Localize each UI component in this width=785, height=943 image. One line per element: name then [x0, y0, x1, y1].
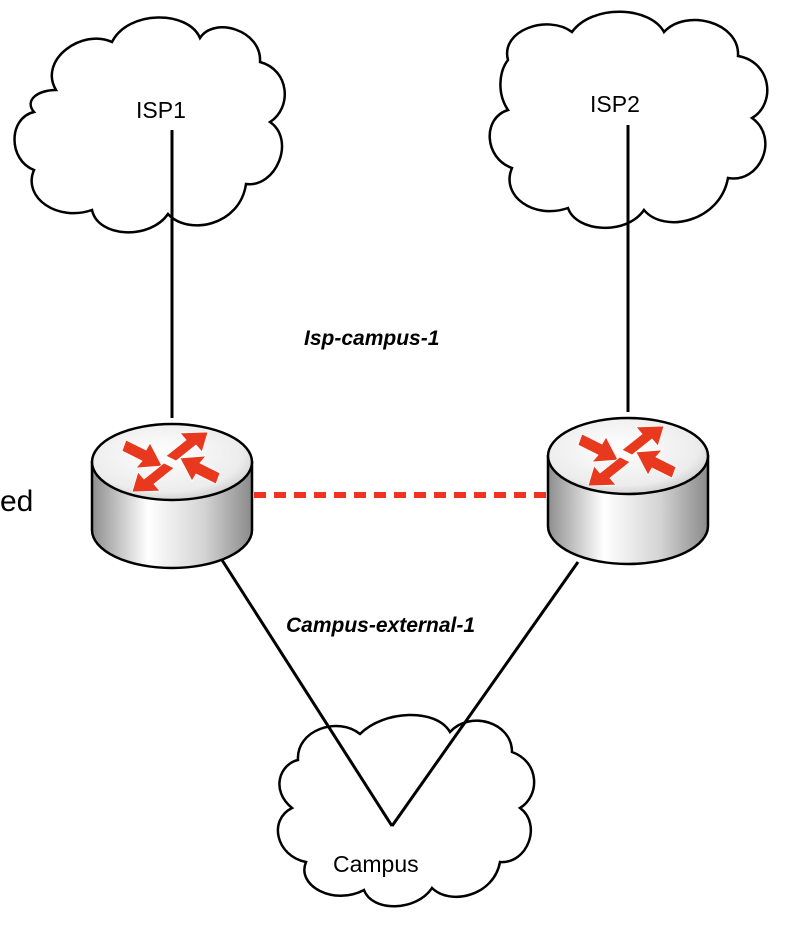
isp2-label: ISP2 [590, 91, 640, 117]
campus-cloud [276, 713, 536, 908]
campus-external-link-label: Campus-external-1 [286, 614, 475, 637]
right-router-campus-link [390, 561, 580, 827]
isp2-cloud [488, 10, 769, 230]
isp1-cloud [13, 16, 286, 234]
isp1-label: ISP1 [136, 97, 186, 123]
right-router-icon [546, 416, 710, 566]
left-router-icon [90, 422, 254, 570]
isp-campus-link-label: Isp-campus-1 [304, 327, 439, 350]
campus-label: Campus [333, 851, 419, 877]
cut-off-text: ed [0, 485, 33, 518]
left-router-campus-link [220, 559, 394, 827]
